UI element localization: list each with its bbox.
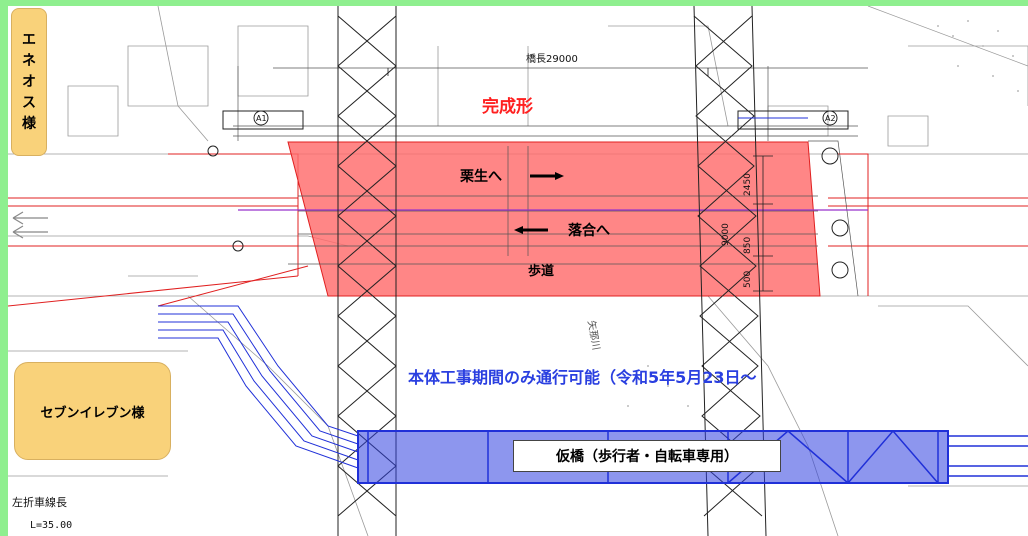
completed-form-title: 完成形 — [482, 96, 533, 117]
dim-500-label: 500 — [743, 271, 753, 288]
abutment-markers — [207, 110, 849, 279]
eneos-char: ネ — [22, 52, 36, 69]
abutment-a1-label: A1 — [256, 114, 267, 123]
dotted-areas — [627, 20, 1019, 407]
left-turn-lane-label: 左折車線長 — [12, 495, 67, 509]
notice-text: 本体工事期間のみ通行可能（令和5年5月23日～ — [408, 368, 757, 387]
dimension-lines — [387, 68, 773, 292]
eneos-label-box: エ ネ オ ス 様 — [11, 8, 47, 156]
drawing-frame: 橋長29000 A1 A2 完成形 栗生へ 落合へ 歩道 2450 9000 8… — [8, 6, 1028, 536]
eneos-char: 様 — [22, 115, 36, 132]
bridge-length-label: 橋長29000 — [526, 52, 578, 65]
temp-bridge-label: 仮橋（歩行者・自転車専用） — [513, 440, 781, 472]
to-kurio-label: 栗生へ — [460, 168, 502, 185]
direction-arrows — [514, 172, 564, 234]
lane-arrows — [12, 211, 48, 239]
dim-9000-label: 9000 — [721, 223, 731, 246]
left-turn-length-label: L=35.00 — [30, 520, 72, 531]
dim-2450-label: 2450 — [743, 173, 753, 196]
bridge-structure — [233, 66, 868, 297]
eneos-char: オ — [22, 73, 36, 90]
seven-eleven-label-box: セブンイレブン様 — [14, 362, 171, 460]
temp-path — [158, 117, 808, 469]
river-label: 矢那川 — [585, 319, 603, 351]
eneos-char: エ — [22, 31, 36, 48]
abutment-a2-label: A2 — [825, 114, 836, 123]
dim-850-label: 850 — [743, 237, 753, 254]
sidewalk-label: 歩道 — [528, 263, 554, 279]
to-ochiai-label: 落合へ — [568, 222, 610, 239]
completed-bridge-area — [287, 141, 821, 297]
plan-drawing: 橋長29000 A1 A2 完成形 栗生へ 落合へ 歩道 2450 9000 8… — [8, 6, 1028, 536]
eneos-char: ス — [22, 94, 36, 111]
